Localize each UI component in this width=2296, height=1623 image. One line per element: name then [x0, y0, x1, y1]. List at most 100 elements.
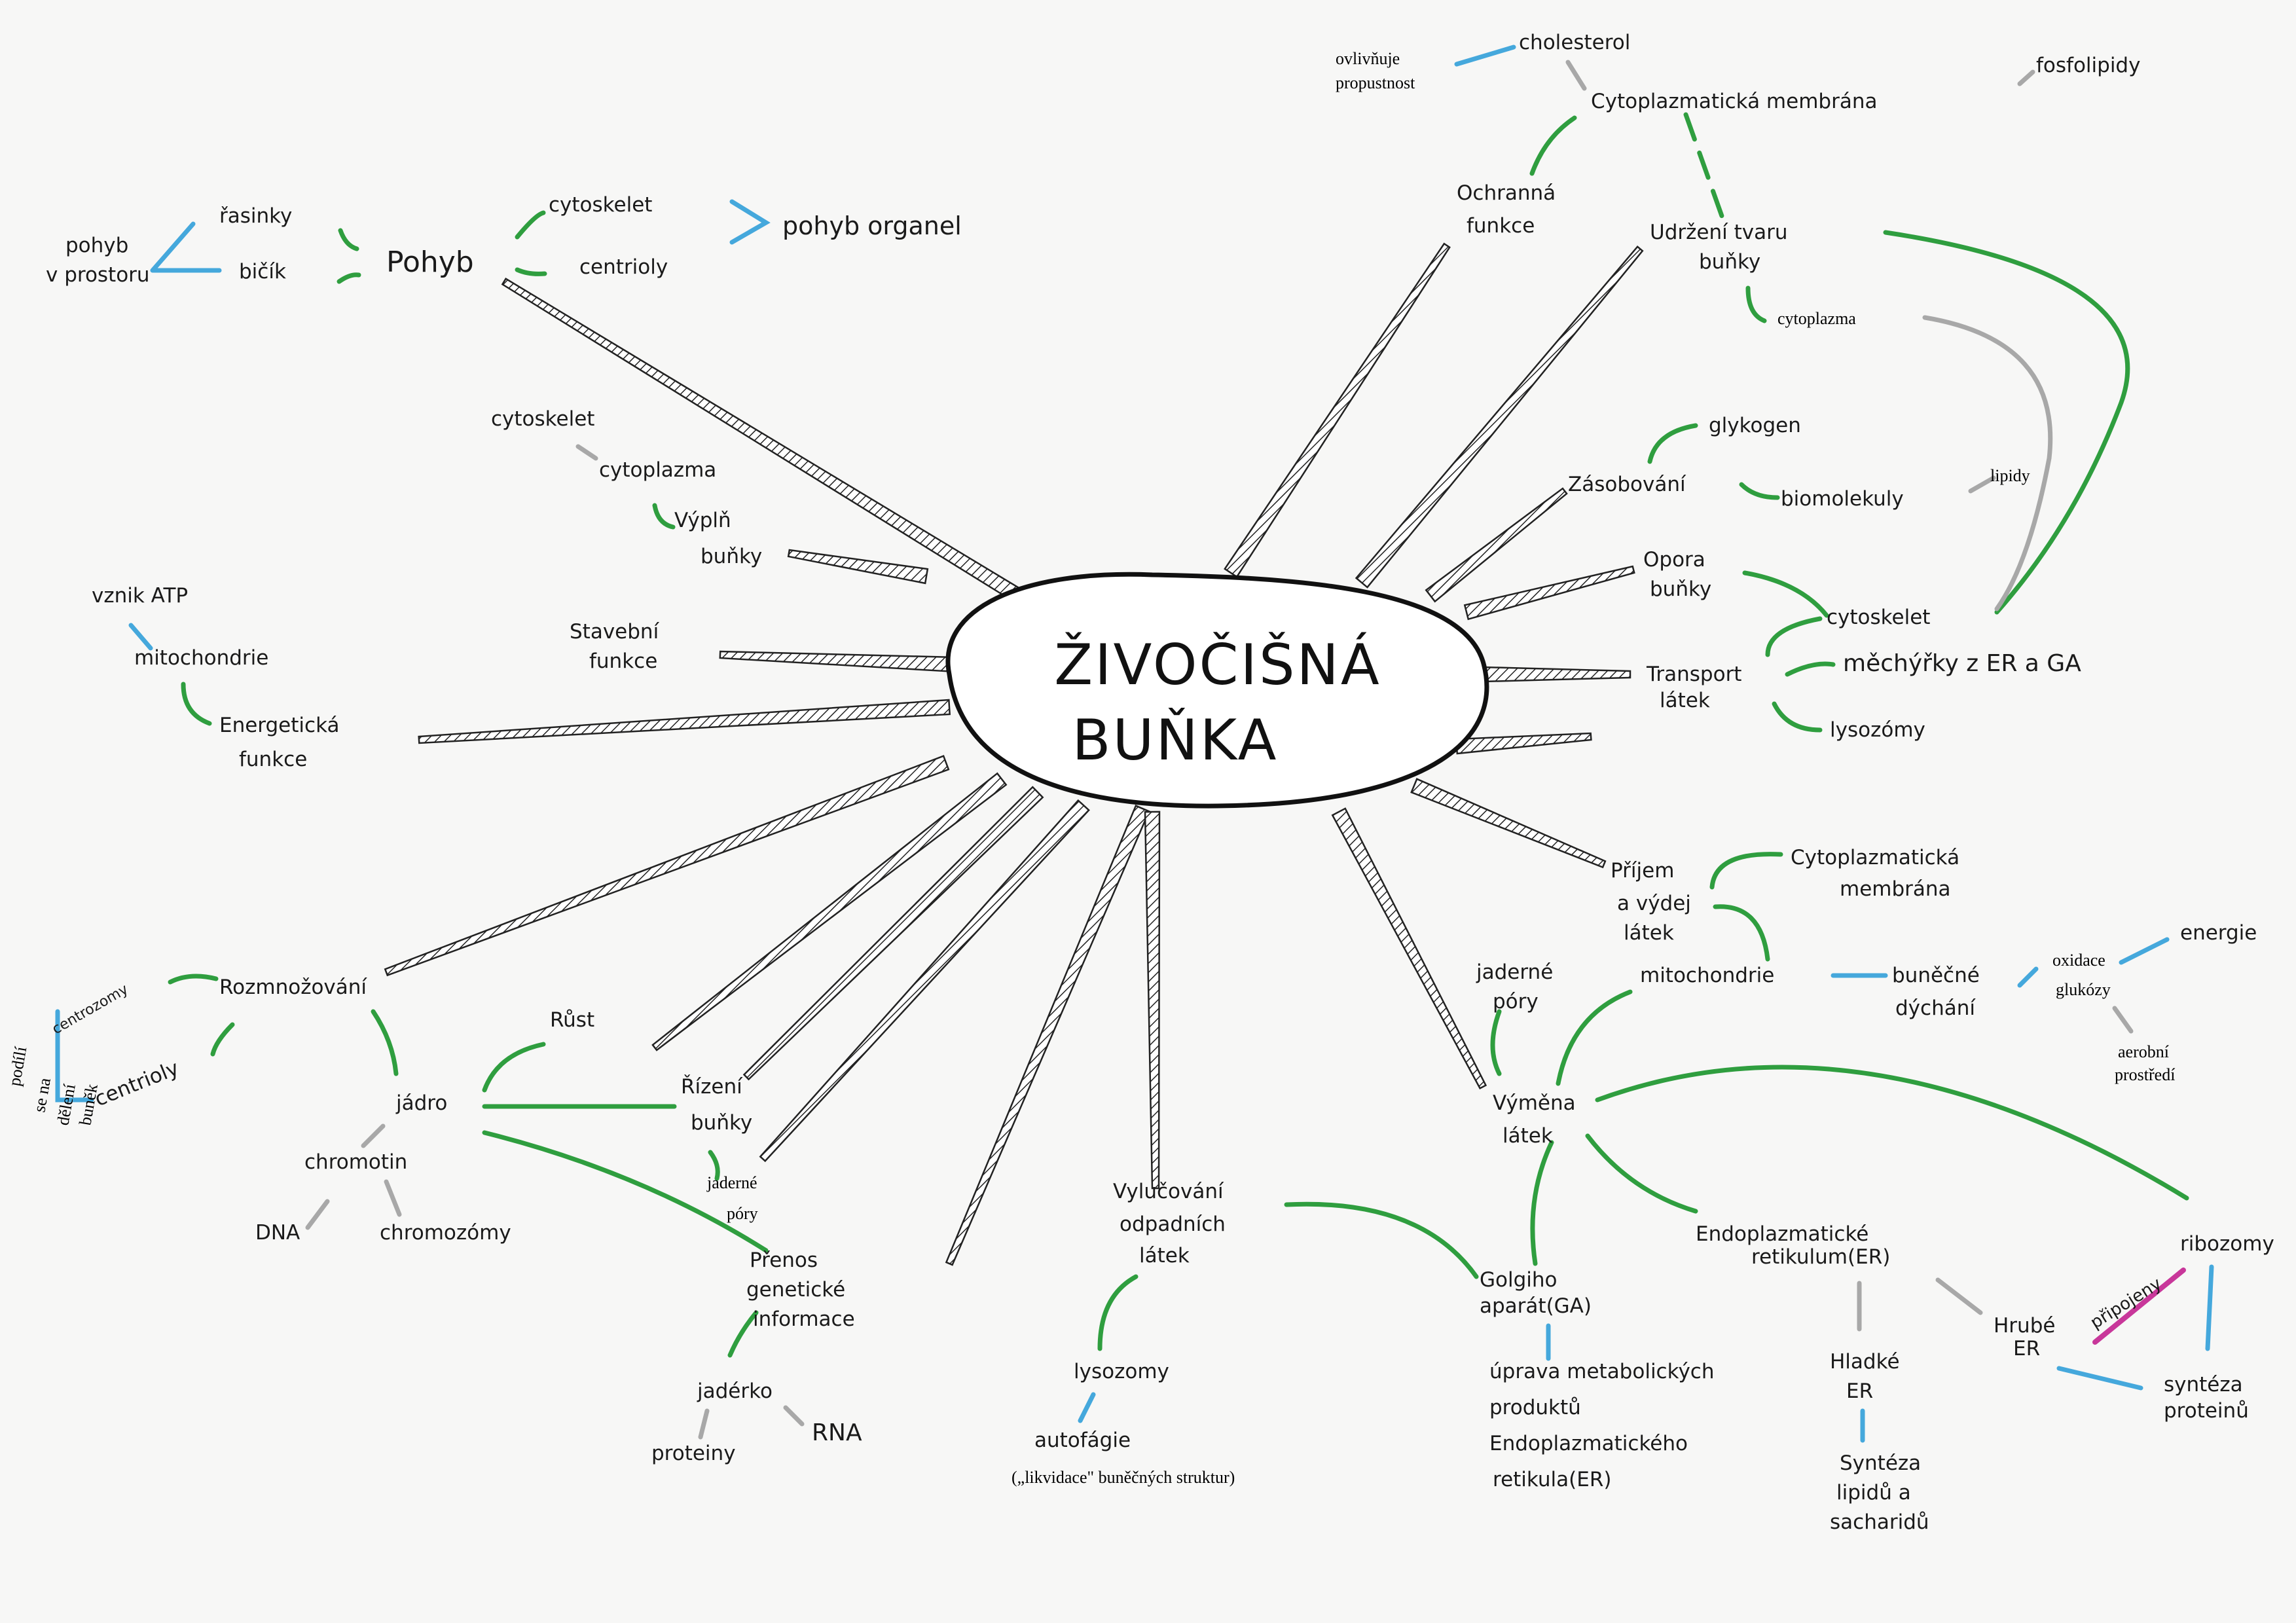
label-synteza-proteinu-1: syntéza [2164, 1373, 2243, 1396]
label-cholesterol: cholesterol [1519, 31, 1630, 54]
label-zasobovani: Zásobování [1568, 473, 1686, 496]
spoke [651, 772, 1008, 1051]
connector [150, 221, 222, 273]
label-centrioly-rozm: centrioly [92, 1056, 183, 1111]
label-cm-prijem-1: Cytoplazmatická [1791, 846, 1959, 869]
connector [708, 1150, 720, 1181]
label-centrioly-pohyb: centrioly [579, 255, 668, 279]
label-jaderne-pory-vymena-2: póry [1493, 990, 1539, 1013]
label-rizeni-1: Řízení [681, 1075, 743, 1099]
label-autofagie-2: („likvidace" buněčných struktur) [1011, 1468, 1235, 1487]
connector [515, 267, 547, 276]
label-hrube-2: ER [2013, 1337, 2040, 1360]
label-vypln-1: Výplň [674, 509, 731, 532]
connector [1883, 230, 2130, 615]
connector [338, 228, 359, 251]
spoke [945, 805, 1150, 1266]
connector [1922, 315, 2053, 611]
label-ochranna-2: funkce [1467, 214, 1535, 238]
label-synteza-proteinu-2: proteinů [2164, 1399, 2249, 1423]
spoke [1410, 778, 1607, 869]
label-hladke-1: Hladké [1830, 1350, 1900, 1374]
connector [1565, 60, 1587, 91]
connectors [55, 45, 2214, 1443]
label-cytoskelet-vypln: cytoskelet [491, 407, 594, 431]
label-prijem-2: a výdej [1617, 892, 1691, 915]
labels: Pohyb řasinky bičík pohyb v prostoru cyt… [5, 31, 2274, 1534]
connector [1683, 112, 1724, 219]
connector [2092, 1267, 2186, 1345]
connector [361, 1123, 386, 1148]
label-lipidy: lipidy [1990, 466, 2030, 485]
label-rizeni-2: buňky [691, 1111, 752, 1135]
label-prijem-3: látek [1624, 921, 1674, 945]
label-uprava-1: úprava metabolických [1489, 1360, 1714, 1383]
spoke [1463, 565, 1635, 621]
label-cytoplazma-vypln: cytoplazma [599, 458, 716, 482]
label-jaderne-pory-rizeni-1: jaderné [706, 1173, 757, 1192]
connector [337, 272, 361, 284]
label-energeticka-1: Energetická [219, 714, 339, 737]
spoke [759, 799, 1090, 1163]
label-mechyrky: měchýřky z ER a GA [1843, 650, 2081, 677]
label-cytoplazma-udrzeni: cytoplazma [1777, 309, 1856, 328]
label-prenos-1: Přenos [750, 1249, 818, 1272]
spoke [1355, 246, 1644, 589]
label-pripojeny: připojeny [2087, 1274, 2165, 1333]
label-lysozomy-vyluc: lysozomy [1074, 1360, 1169, 1383]
label-prenos-2: genetické [746, 1278, 845, 1302]
label-centrozomy: centrozomy [50, 981, 132, 1038]
connector [1530, 1140, 1554, 1266]
label-chromotin: chromotin [304, 1150, 407, 1174]
connector [1097, 1274, 1139, 1351]
label-pohyb-v-prostoru-2: v prostoru [46, 263, 150, 287]
label-hladke-2: ER [1846, 1379, 1873, 1403]
spoke [742, 786, 1044, 1081]
label-uprava-3: Endoplazmatického [1489, 1432, 1688, 1455]
connector [729, 199, 771, 245]
label-cm-prijem-2: membrána [1840, 877, 1951, 901]
label-uprava-4: retikula(ER) [1493, 1468, 1611, 1491]
label-ochranna-1: Ochranná [1457, 181, 1556, 205]
label-vypln-2: buňky [701, 545, 762, 568]
label-golgiho-1: Golgiho [1480, 1268, 1558, 1292]
label-podili-1: podílí [5, 1045, 30, 1087]
label-transport-2: látek [1660, 689, 1710, 712]
label-oxidace-2: glukózy [2056, 980, 2111, 999]
connector [482, 1042, 546, 1093]
connector [1745, 285, 1767, 323]
connector [128, 623, 153, 651]
connector [1785, 661, 1836, 677]
spoke [418, 699, 951, 744]
connector [482, 1130, 769, 1253]
label-oxidace-1: oxidace [2052, 951, 2105, 970]
connector [1284, 1201, 1479, 1279]
connector [727, 1310, 759, 1358]
spoke [1425, 487, 1568, 603]
connector [1935, 1277, 1983, 1315]
connector [1713, 904, 1770, 962]
connector [1490, 1009, 1502, 1076]
label-stavebni-1: Stavební [570, 620, 660, 644]
label-prijem-1: Příjem [1611, 859, 1674, 883]
label-opora-1: Opora [1643, 548, 1705, 572]
connector [1765, 616, 1823, 657]
label-transport-1: Transport [1646, 663, 1741, 686]
spoke [719, 650, 957, 673]
label-vylucovani-2: odpadních [1120, 1213, 1226, 1236]
label-endoplazmaticke-2: retikulum(ER) [1751, 1245, 1890, 1269]
spoke [1224, 242, 1451, 578]
connector [1529, 115, 1577, 176]
label-cytoskelet-pohyb: cytoskelet [549, 193, 652, 217]
label-energie: energie [2180, 921, 2257, 945]
connector [1078, 1392, 1096, 1423]
label-jaderko: jadérko [697, 1379, 773, 1403]
label-jaderne-pory-rizeni-2: póry [727, 1204, 758, 1223]
label-vymena-2: látek [1503, 1124, 1553, 1148]
label-synteza-lipidu-3: sacharidů [1830, 1510, 1929, 1534]
label-rust: Růst [550, 1008, 594, 1032]
central-node: ŽIVOČIŠNÁ BUŇKA [945, 572, 1489, 809]
connector [371, 1009, 399, 1076]
label-energeticka-2: funkce [239, 748, 307, 771]
label-rasinky: řasinky [219, 204, 292, 228]
